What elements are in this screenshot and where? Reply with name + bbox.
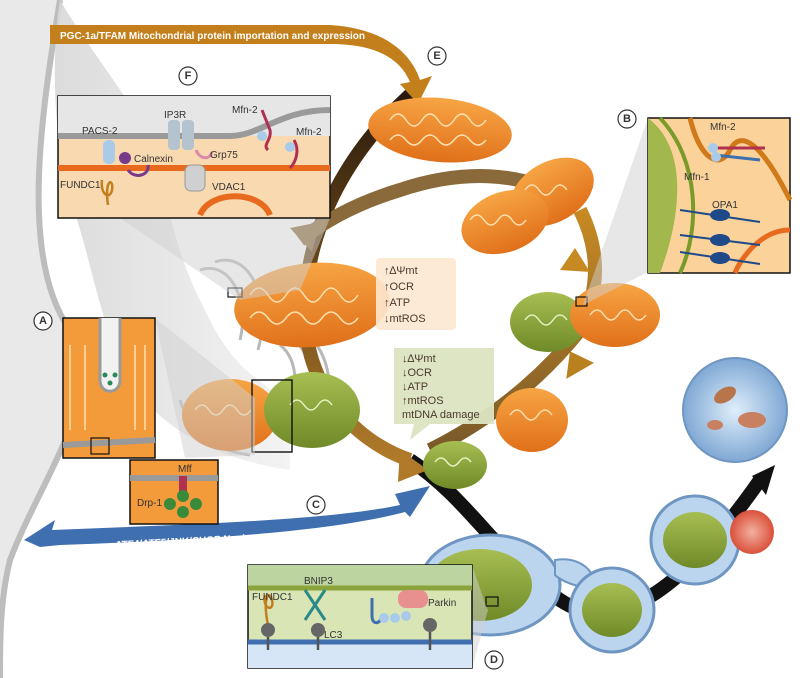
marker-b: B	[617, 109, 637, 129]
label-mff: Mff	[178, 464, 192, 475]
mitochondrion-right-lower	[496, 388, 568, 452]
label-lc3: LC3	[324, 630, 343, 641]
marker-d: D	[484, 650, 504, 670]
mitochondrion-top	[368, 97, 512, 163]
label-mfn2-b: Mfn-2	[710, 122, 736, 133]
damaged-stat-2: ↓OCR	[402, 367, 432, 379]
panel-d-mitophagy-receptors: FUNDC1 BNIP3 Parkin LC3	[247, 564, 488, 669]
label-opa1: OPA1	[712, 200, 738, 211]
damaged-stat-5: mtDNA damage	[402, 409, 480, 421]
healthy-stats-box: ↑∆Ψmt ↑OCR ↑ATP ↓mtROS	[376, 258, 456, 330]
svg-text:A: A	[39, 315, 47, 327]
panel-a-fission: Mff Drp-1	[62, 317, 255, 525]
autophagosome	[568, 566, 656, 654]
nuclear-banner-arrow: ATF4/ATF5/JNK/CHOP Nuclear gene transcri…	[24, 486, 430, 551]
label-mfn2-lower: Mfn-2	[296, 127, 322, 138]
healthy-stat-2: ↑OCR	[384, 281, 414, 293]
svg-text:D: D	[490, 654, 498, 666]
marker-c: C	[306, 495, 326, 515]
label-grp75: Grp75	[210, 150, 238, 161]
autolysosome	[649, 494, 774, 586]
healthy-stat-4: ↓mtROS	[384, 313, 426, 325]
svg-text:E: E	[433, 50, 440, 62]
svg-text:B: B	[623, 113, 631, 125]
label-drp1: Drp-1	[137, 498, 162, 509]
label-fundc1: FUNDC1	[60, 180, 101, 191]
label-calnexin: Calnexin	[134, 154, 173, 165]
panel-b-fusion: Mfn-2 Mfn-1 OPA1	[583, 116, 793, 305]
damaged-stat-4: ↑mtROS	[402, 395, 444, 407]
marker-a: A	[33, 311, 53, 331]
marker-e: E	[427, 46, 447, 66]
label-mfn2-upper: Mfn-2	[232, 105, 258, 116]
import-banner-arrow: PGC-1a/TFAM Mitochondrial protein import…	[50, 25, 432, 104]
mitochondrion-right-upper	[461, 157, 594, 255]
label-parkin: Parkin	[428, 598, 456, 609]
label-mfn1: Mfn-1	[684, 172, 710, 183]
damaged-stat-1: ↓∆Ψmt	[402, 353, 436, 365]
damaged-stat-3: ↓ATP	[402, 381, 428, 393]
svg-text:C: C	[312, 499, 320, 511]
label-ip3r: IP3R	[164, 110, 186, 121]
healthy-stat-3: ↑ATP	[384, 297, 410, 309]
lysosome-degradation	[682, 357, 788, 463]
svg-text:F: F	[185, 70, 192, 82]
mitochondrion-damaged	[423, 441, 487, 489]
damaged-stats-box: ↓∆Ψmt ↓OCR ↓ATP ↑mtROS mtDNA damage	[394, 348, 494, 440]
label-fundc1-d: FUNDC1	[252, 592, 293, 603]
label-pacs2: PACS-2	[82, 126, 118, 137]
panel-f-er-mito-contacts: PACS-2 IP3R Mfn-2 Mfn-2 Calnexin Grp75 F…	[57, 95, 331, 300]
label-vdac1: VDAC1	[212, 182, 246, 193]
import-banner-text: PGC-1a/TFAM Mitochondrial protein import…	[60, 31, 365, 42]
marker-f: F	[178, 66, 198, 86]
mitochondrion-fusing	[510, 283, 660, 352]
label-bnip3: BNIP3	[304, 576, 333, 587]
healthy-stat-1: ↑∆Ψmt	[384, 265, 418, 277]
